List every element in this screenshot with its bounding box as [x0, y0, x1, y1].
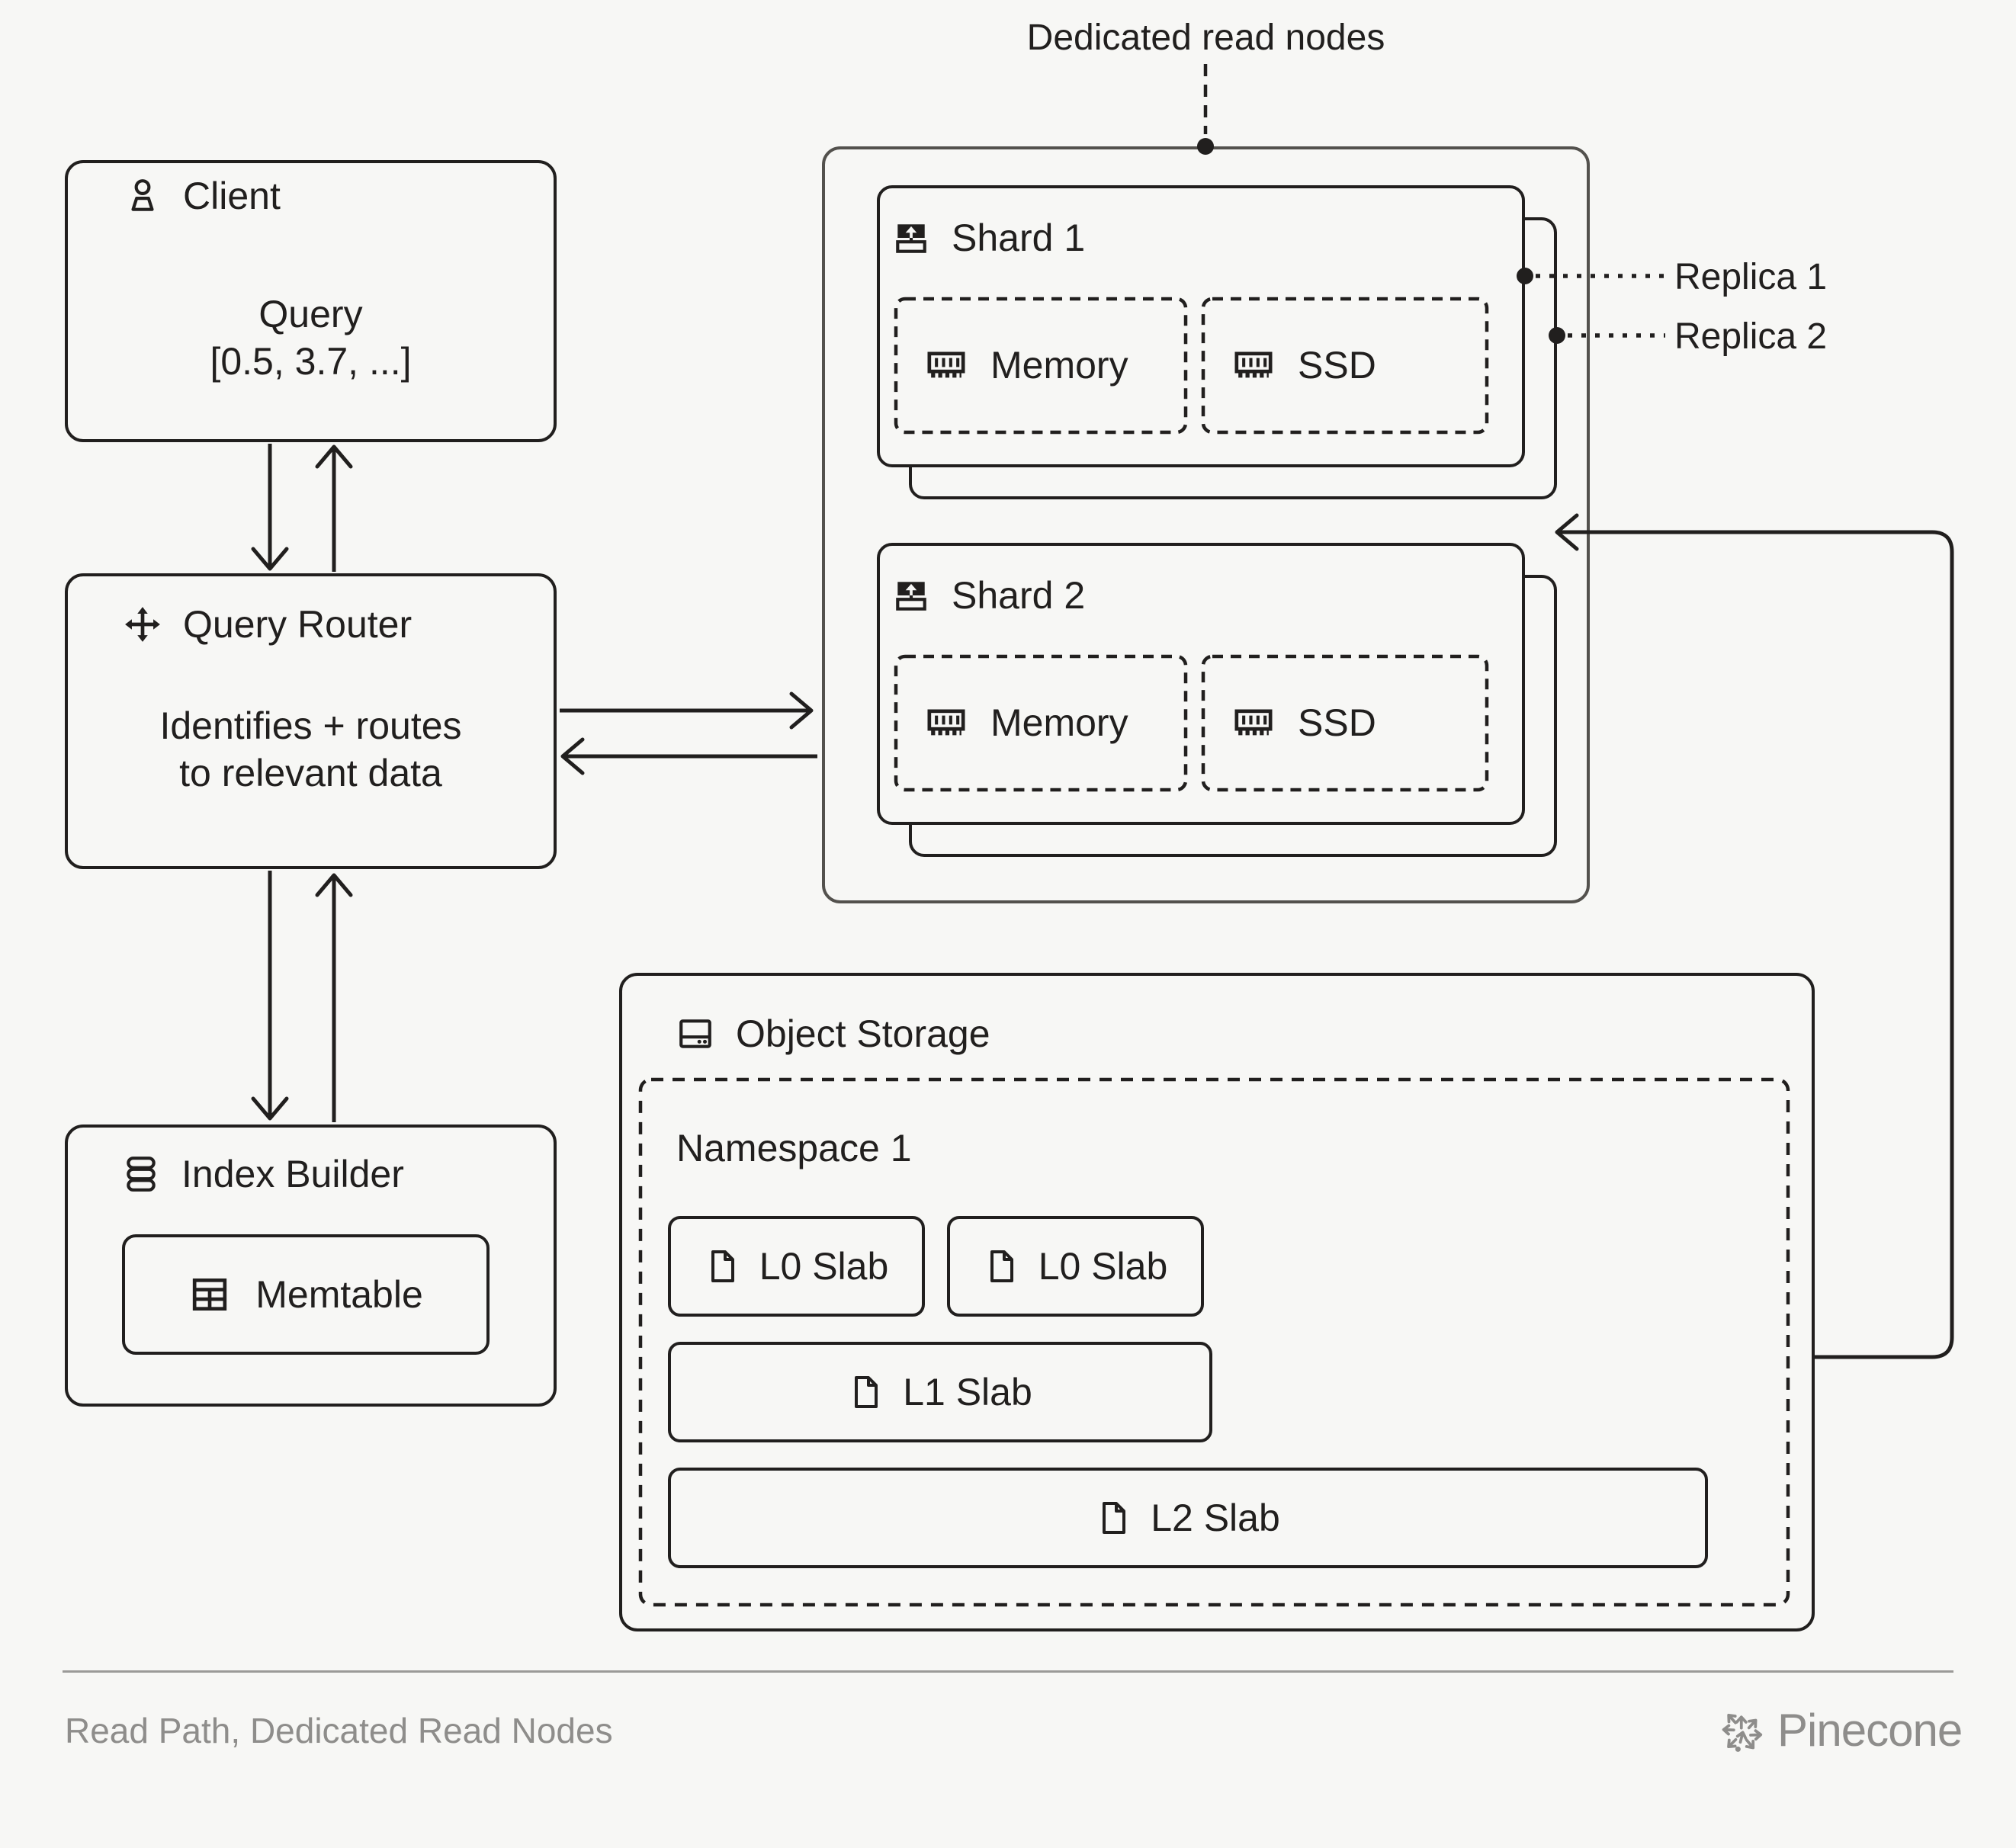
dedicated-read-nodes-leader [1197, 64, 1214, 155]
shard2-header: Shard 2 [892, 574, 1085, 617]
footer-caption: Read Path, Dedicated Read Nodes [65, 1711, 613, 1750]
object-storage-header: Object Storage [676, 1012, 990, 1055]
memtable-box: Memtable [122, 1234, 490, 1355]
footer-divider [63, 1670, 1953, 1673]
memtable-label: Memtable [255, 1273, 423, 1316]
shard1-memory-content: Memory [925, 343, 1128, 387]
client-query-line1: Query [258, 293, 363, 335]
dedicated-read-nodes-label: Dedicated read nodes [1026, 18, 1385, 58]
person-icon [131, 179, 154, 211]
move-arrows-icon [125, 607, 160, 642]
shard1-ssd-content: SSD [1232, 343, 1376, 387]
arrow-router-to-client [315, 444, 353, 572]
query-router-header: Query Router [124, 603, 412, 646]
table-icon [193, 1279, 227, 1311]
file-icon [711, 1250, 734, 1282]
index-builder-label: Index Builder [181, 1153, 404, 1195]
l0-slab-label: L0 Slab [759, 1245, 889, 1288]
shard1-ssd-label: SSD [1298, 344, 1376, 387]
shard-icon [896, 224, 926, 253]
client-header: Client [124, 175, 281, 217]
shard1-memory-label: Memory [990, 344, 1128, 387]
shard2-label: Shard 2 [952, 574, 1086, 617]
l0-slab-label: L0 Slab [1038, 1245, 1168, 1288]
object-storage-label: Object Storage [736, 1012, 990, 1055]
arrow-client-to-router [251, 444, 289, 571]
l2-slab-label: L2 Slab [1151, 1497, 1280, 1539]
query-router-desc1: Identifies + routes [159, 704, 462, 747]
l1-slab-label: L1 Slab [903, 1371, 1032, 1413]
arrow-router-to-shards [560, 691, 814, 730]
ram-icon [1234, 709, 1273, 736]
shard2-ssd-label: SSD [1298, 701, 1376, 744]
arrow-builder-to-router [315, 873, 353, 1122]
replica2-label: Replica 2 [1674, 316, 1828, 357]
file-icon [990, 1250, 1013, 1282]
shard-icon [896, 582, 926, 611]
namespace-label: Namespace 1 [676, 1127, 912, 1169]
arrow-shards-to-router [560, 737, 817, 775]
file-icon [1103, 1502, 1126, 1534]
pinecone-wordmark: Pinecone [1777, 1705, 1963, 1756]
shard2-ssd-content: SSD [1232, 701, 1376, 745]
pinecone-logo-icon [1722, 1713, 1763, 1752]
ram-icon [927, 709, 965, 736]
shard1-header: Shard 1 [892, 217, 1085, 259]
pinecone-brand: Pinecone [1719, 1704, 1963, 1757]
file-icon [855, 1376, 878, 1408]
arrow-router-to-builder [251, 871, 289, 1121]
shard2-memory-content: Memory [925, 701, 1128, 745]
client-box [65, 160, 557, 442]
l0-slab-box: L0 Slab [947, 1216, 1204, 1317]
l0-slab-box: L0 Slab [668, 1216, 925, 1317]
ram-icon [1234, 351, 1273, 378]
client-label: Client [183, 175, 281, 217]
l1-slab-box: L1 Slab [668, 1342, 1212, 1442]
client-query-line2: [0.5, 3.7, ...] [210, 340, 412, 383]
shard2-memory-label: Memory [990, 701, 1128, 744]
l2-slab-box: L2 Slab [668, 1468, 1708, 1568]
replica1-label: Replica 1 [1674, 257, 1828, 297]
shard1-label: Shard 1 [952, 217, 1086, 259]
storage-drive-icon [679, 1019, 711, 1048]
index-builder-header: Index Builder [122, 1153, 404, 1195]
database-icon [127, 1157, 156, 1192]
query-router-desc2: to relevant data [179, 752, 442, 794]
ram-icon [927, 351, 965, 378]
query-router-label: Query Router [183, 603, 413, 646]
